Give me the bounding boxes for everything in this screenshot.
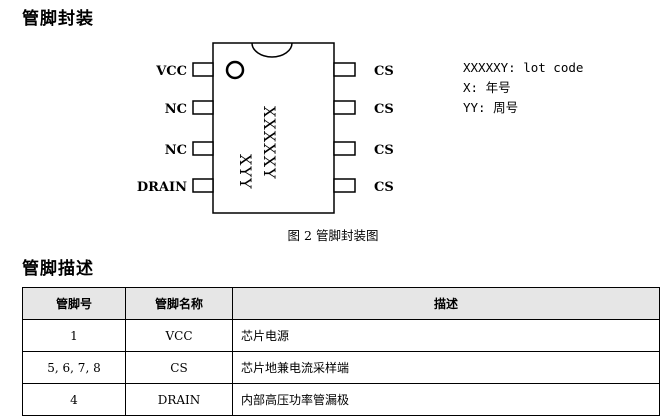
pin-label-left-1: VCC [155, 64, 187, 79]
pin-left-2 [192, 100, 214, 115]
figure-caption: 图 2 管脚封装图 [287, 228, 379, 243]
cell-pin-name: DRAIN [125, 383, 233, 416]
cell-pin-number: 1 [22, 319, 126, 352]
cell-pin-name: VCC [125, 319, 233, 352]
cell-pin-number: 5, 6, 7, 8 [22, 351, 126, 384]
table-header-row: 管脚号 管脚名称 描述 [22, 287, 660, 320]
chip-body [212, 42, 335, 214]
legend-lot-code: XXXXXY: lot code [463, 60, 584, 75]
marking-line1: XXXXXY [260, 106, 279, 180]
pin-label-right-7: CS [374, 102, 394, 117]
pin-label-right-6: CS [374, 143, 394, 158]
pin-label-left-4: DRAIN [137, 180, 187, 195]
pin-label-right-5: CS [374, 180, 394, 195]
pin1-indicator [225, 60, 245, 80]
section-title-package: 管脚封装 [22, 9, 94, 29]
pin-description-table: 管脚号 管脚名称 描述 1 VCC 芯片电源 5, 6, 7, 8 CS 芯片地… [22, 287, 660, 416]
header-description: 描述 [232, 287, 660, 320]
pin-label-left-2: NC [165, 102, 187, 117]
pin-right-7 [333, 100, 356, 115]
header-pin-number: 管脚号 [22, 287, 126, 320]
legend-week: YY: 周号 [463, 100, 519, 115]
pin-left-3 [192, 141, 214, 156]
marking-line2: XYY [236, 154, 255, 190]
legend-year: X: 年号 [463, 80, 511, 95]
chip-notch [251, 42, 293, 58]
package-diagram: VCC NC NC DRAIN CS CS CS CS XXXXXY XYY [137, 42, 394, 214]
pin-left-1 [192, 62, 214, 77]
cell-description: 内部高压功率管漏极 [232, 383, 660, 416]
cell-pin-number: 4 [22, 383, 126, 416]
table-row: 1 VCC 芯片电源 [22, 319, 660, 352]
pin-label-right-8: CS [374, 64, 394, 79]
cell-description: 芯片电源 [232, 319, 660, 352]
pin-right-8 [333, 62, 356, 77]
section-title-pin-description: 管脚描述 [22, 259, 94, 279]
pin-right-5 [333, 178, 356, 193]
pin-right-6 [333, 141, 356, 156]
cell-description: 芯片地兼电流采样端 [232, 351, 660, 384]
header-pin-name: 管脚名称 [125, 287, 233, 320]
pin-left-4 [192, 178, 214, 193]
pin-label-left-3: NC [165, 143, 187, 158]
table-row: 5, 6, 7, 8 CS 芯片地兼电流采样端 [22, 351, 660, 384]
cell-pin-name: CS [125, 351, 233, 384]
table-row: 4 DRAIN 内部高压功率管漏极 [22, 383, 660, 416]
